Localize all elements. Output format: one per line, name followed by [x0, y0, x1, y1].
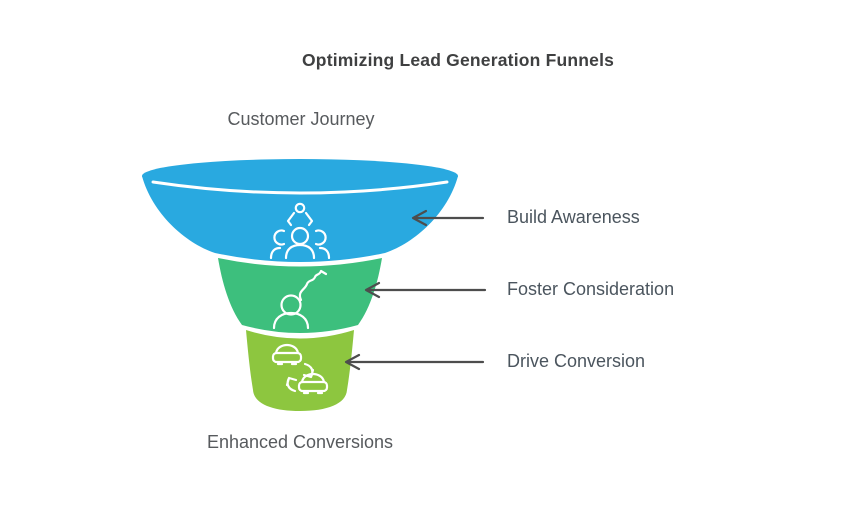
cycle-arrow-right [302, 362, 315, 379]
stage-label-foster-consideration: Foster Consideration [507, 279, 675, 299]
cycle-arrow-left [285, 376, 298, 393]
funnel-mouth [142, 159, 458, 193]
funnel-bottom-label: Enhanced Conversions [206, 432, 394, 452]
audience-announce-icon [269, 202, 331, 260]
arrow-drive-conversion [344, 353, 485, 371]
arrow-foster-consideration [364, 281, 487, 299]
arrow-build-awareness [411, 209, 485, 227]
car-top-icon [271, 343, 303, 366]
funnel-mouth-rim [151, 180, 449, 195]
stage-label-drive-conversion: Drive Conversion [507, 351, 646, 371]
funnel-stage-conversion [246, 330, 354, 411]
funnel-top-label: Customer Journey [227, 109, 375, 129]
funnel-stage-awareness [142, 159, 458, 262]
funnel-stage-awareness-body [142, 176, 458, 262]
person-journey-path-icon [272, 269, 328, 330]
car-exchange-icon [271, 343, 329, 395]
funnel-stage-consideration [218, 258, 382, 333]
diagram-title: Optimizing Lead Generation Funnels [302, 50, 615, 70]
stage-label-build-awareness: Build Awareness [507, 207, 640, 227]
funnel-stage-conversion-body [246, 330, 354, 411]
